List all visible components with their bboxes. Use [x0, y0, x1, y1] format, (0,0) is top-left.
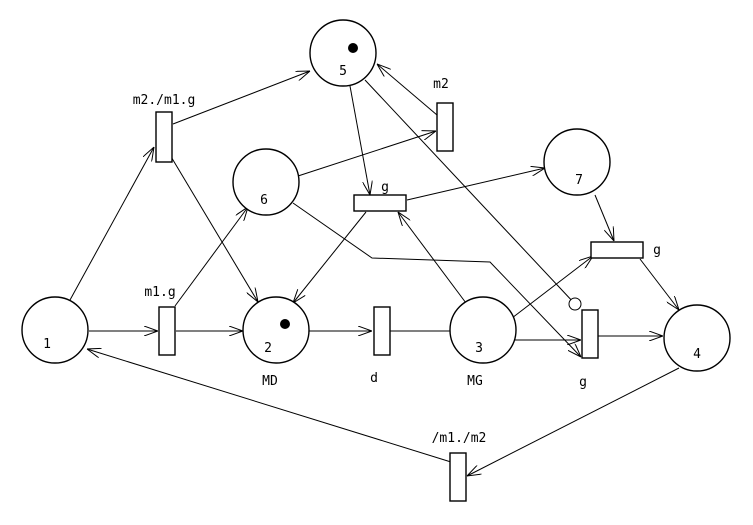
transition-t_g_top[interactable]: g [353, 180, 407, 212]
arc-line [174, 207, 248, 307]
arc-line [511, 256, 593, 319]
transition-bar [590, 241, 644, 259]
transition-label: m2./m1.g [133, 93, 196, 108]
place-circle [21, 296, 89, 364]
transition-label: m2 [433, 77, 449, 92]
arc-6-to-t_m2 [297, 131, 436, 177]
nodes-layer: 1 2MD 3MG 4 5 6 7 m2./m1.g m1.g m2 g d g g/m1./m2 [21, 19, 731, 502]
arc-line [87, 349, 452, 463]
transition-label: m1.g [144, 285, 175, 300]
transition-bar [158, 306, 176, 356]
place-caption: MD [262, 374, 278, 389]
place-circle [543, 128, 611, 196]
transition-t_m2m1g[interactable]: m2./m1.g [133, 93, 196, 163]
place-label: 1 [43, 337, 51, 352]
arc-t_g_top-to-7 [406, 168, 545, 201]
arc-line [169, 154, 258, 302]
place-circle [242, 296, 310, 364]
place-6[interactable]: 6 [232, 148, 300, 216]
transition-bar [373, 306, 391, 356]
arc-5-to-t_g_bottom [364, 79, 582, 311]
place-7[interactable]: 7 [543, 128, 611, 196]
place-label: 5 [339, 64, 347, 79]
arc-line [172, 71, 310, 125]
arc-t_g_top-to-2 [293, 211, 367, 303]
arc-3-to-t_g_right [511, 256, 593, 319]
transition-label: d [370, 371, 378, 386]
transition-label: g [653, 243, 661, 258]
arc-t_m2m1g-to-2 [169, 154, 258, 302]
place-caption: MG [467, 374, 483, 389]
arc-line [297, 131, 436, 177]
arc-t_m1m2-to-1 [87, 349, 452, 463]
arc-line [639, 258, 679, 310]
arc-5-to-t_g_top [349, 85, 370, 195]
arc-6-to-t_g_bottom [292, 202, 581, 357]
arc-4-to-t_m1m2 [467, 367, 680, 476]
place-1[interactable]: 1 [21, 296, 89, 364]
place-circle [663, 304, 731, 372]
inhibitor-circle-icon [568, 297, 582, 311]
place-circle [232, 148, 300, 216]
place-5[interactable]: 5 [309, 19, 377, 87]
token-dot-icon [280, 319, 290, 329]
transition-t_m2[interactable]: m2 [433, 77, 454, 152]
arc-t_g_right-to-4 [639, 258, 679, 310]
place-label: 4 [693, 347, 701, 362]
arc-line [398, 212, 467, 304]
arcs-layer [69, 64, 680, 476]
arc-line [467, 367, 680, 476]
inhibitor-arc [364, 79, 576, 305]
transition-t_m1g[interactable]: m1.g [144, 285, 176, 356]
arc-line [594, 194, 614, 241]
place-label: 2 [264, 341, 272, 356]
arc-t_m2-to-5 [377, 64, 438, 116]
token-dot-icon [348, 43, 358, 53]
arc-3-to-t_g_top [398, 212, 467, 304]
transition-label: g [381, 180, 389, 195]
place-3[interactable]: 3MG [449, 296, 517, 389]
transition-bar [155, 111, 173, 163]
transition-bar [436, 102, 454, 152]
transition-bar [581, 309, 599, 359]
transition-t_m1m2[interactable]: /m1./m2 [432, 431, 487, 502]
place-label: 7 [575, 173, 583, 188]
transition-bar [353, 194, 407, 212]
place-label: 3 [475, 341, 483, 356]
transition-t_d[interactable]: d [370, 306, 391, 386]
arc-line [406, 168, 545, 201]
transition-label: /m1./m2 [432, 431, 487, 446]
arc-line [293, 211, 367, 303]
place-circle [449, 296, 517, 364]
transition-label: g [579, 375, 587, 390]
transition-t_g_right[interactable]: g [590, 241, 661, 259]
arc-line [377, 64, 438, 116]
place-4[interactable]: 4 [663, 304, 731, 372]
place-circle [309, 19, 377, 87]
place-label: 6 [260, 193, 268, 208]
arc-line [292, 202, 581, 357]
arc-line [349, 85, 370, 195]
arc-1-to-t_m2m1g [69, 147, 154, 301]
arc-t_m1g-to-6 [174, 207, 248, 307]
transition-t_g_bottom[interactable]: g [579, 309, 599, 390]
transition-bar [449, 452, 467, 502]
arc-7-to-t_g_right [594, 194, 614, 241]
place-2[interactable]: 2MD [242, 296, 310, 389]
arc-line [69, 147, 154, 301]
arc-t_m2m1g-to-5 [172, 71, 310, 125]
